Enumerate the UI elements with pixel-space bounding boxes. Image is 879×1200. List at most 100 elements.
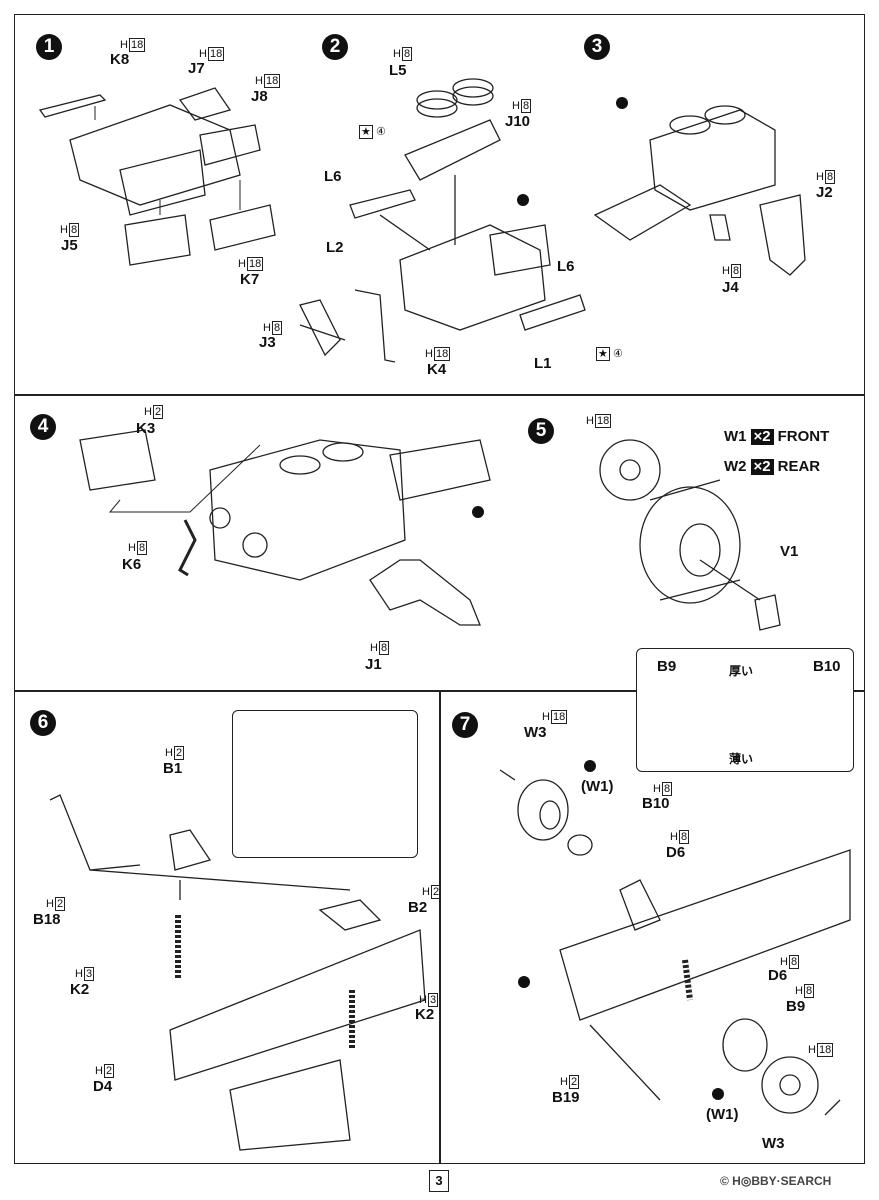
part-label-w1: W1	[724, 428, 747, 445]
part-label-j8: J8	[251, 88, 268, 105]
step-7-number: 7	[452, 712, 478, 738]
paint-number: 18	[550, 710, 568, 724]
paint-letter: H	[419, 994, 427, 1006]
part-label-j4: J4	[722, 279, 739, 296]
part-label-k7: K7	[240, 271, 260, 288]
part-label-d4: D4	[93, 1078, 113, 1095]
paint-letter: H	[46, 898, 54, 910]
paint-letter: H	[165, 747, 173, 759]
step6-drawing	[49, 794, 426, 1151]
paint-number: 18	[433, 347, 451, 361]
quantity-badge: ×2	[750, 459, 774, 475]
paint-number: 18	[246, 257, 264, 271]
part-label-l6-top: L6	[324, 168, 342, 185]
part-label-d6-bottom: D6	[768, 967, 788, 984]
ref-step-3-marker	[472, 506, 484, 518]
wheel-position-front: FRONT	[777, 428, 830, 445]
part-label-d6-top: D6	[666, 844, 686, 861]
paint-number: 2	[54, 897, 66, 911]
paint-letter: H	[263, 322, 271, 334]
step6-detail-inset	[232, 710, 418, 858]
paint-letter: H	[586, 415, 594, 427]
part-label-k6: K6	[122, 556, 142, 573]
paint-letter: H	[120, 39, 128, 51]
part-label-w1-bottom: (W1)	[706, 1106, 739, 1123]
step2-drawing	[299, 78, 586, 363]
part-label-j10: J10	[505, 113, 531, 130]
paint-number: 8	[730, 264, 742, 278]
paint-number: 8	[68, 223, 80, 237]
step3-drawing	[593, 105, 806, 276]
inset-label-b10: B10	[813, 658, 841, 675]
part-label-b2: B2	[408, 899, 428, 916]
part-label-l6-bottom: L6	[557, 258, 575, 275]
paint-letter: H	[60, 224, 68, 236]
paint-letter: H	[199, 48, 207, 60]
paint-star-b: ★ ④	[595, 347, 623, 361]
paint-number: 18	[207, 47, 225, 61]
paint-number: 2	[152, 405, 164, 419]
part-label-j2: J2	[816, 184, 833, 201]
star-icon: ★	[359, 125, 373, 139]
page-number: 3	[429, 1170, 449, 1192]
part-label-b9: B9	[786, 998, 806, 1015]
paint-letter: H	[795, 985, 803, 997]
paint-letter: H	[780, 956, 788, 968]
part-label-w3-bottom: W3	[762, 1135, 785, 1152]
paint-star-number: ④	[375, 126, 386, 138]
step-4-number: 4	[30, 414, 56, 440]
ref-step-1-marker	[517, 194, 529, 206]
part-label-v1: V1	[780, 543, 799, 560]
step1-drawing	[38, 87, 276, 266]
watermark: © H◎BBY·SEARCH	[720, 1174, 832, 1188]
paint-letter: H	[560, 1076, 568, 1088]
paint-letter: H	[238, 258, 246, 270]
paint-number: 8	[803, 984, 815, 998]
ref-step-5-marker-top	[584, 760, 596, 772]
paint-letter: H	[512, 100, 520, 112]
step-1-number: 1	[36, 34, 62, 60]
part-label-j7: J7	[188, 60, 205, 77]
step-3-number: 3	[584, 34, 610, 60]
paint-number: 3	[83, 967, 95, 981]
part-label-b10: B10	[642, 795, 670, 812]
paint-letter: H	[128, 542, 136, 554]
paint-letter: H	[542, 711, 550, 723]
paint-letter: H	[653, 783, 661, 795]
paint-number: 8	[661, 782, 673, 796]
paint-number: 8	[271, 321, 283, 335]
inset-label-b9: B9	[657, 658, 677, 675]
paint-number: 3	[427, 993, 439, 1007]
divider-col3	[439, 690, 441, 1164]
part-label-k3: K3	[136, 420, 156, 437]
step5-detail-inset: B9 B10 厚い 薄い	[636, 648, 854, 772]
paint-letter: H	[75, 968, 83, 980]
paint-letter: H	[370, 642, 378, 654]
inset-label-thick: 厚い	[729, 664, 754, 678]
divider-row1	[14, 394, 865, 396]
part-label-k2-left: K2	[70, 981, 90, 998]
